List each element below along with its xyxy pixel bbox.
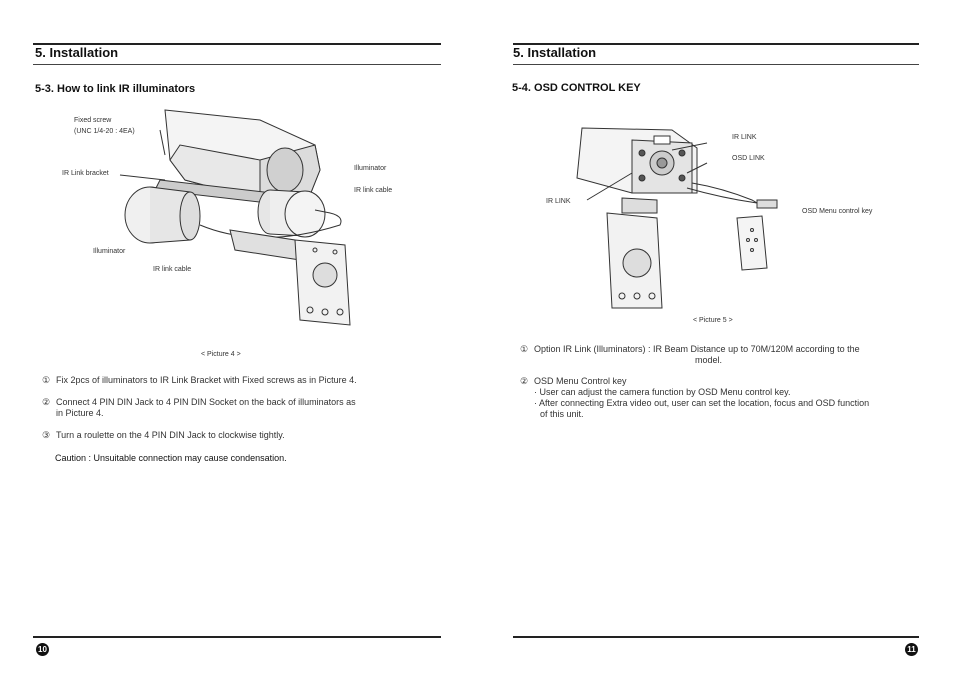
picture-4-caption: < Picture 4 > [201,351,241,358]
section-title: 5. Installation [513,45,597,60]
header-underline [513,64,919,65]
header-underline [33,64,441,65]
section-title: 5. Installation [35,45,119,60]
label-osd-link: OSD LINK [732,155,765,162]
picture-5-caption: < Picture 5 > [693,317,733,324]
label-ir-link-cable-right: IR link cable [354,187,393,194]
label-ir-link-bracket: IR Link bracket [62,170,109,177]
label-ir-link-left: IR LINK [546,198,571,205]
footer-rule [33,636,441,638]
header-rule [33,43,441,45]
picture-4-illustration [119,109,351,326]
left-page: 5. Installation 5-3. How to link IR illu… [33,43,441,656]
page-number: 10 [36,643,49,656]
label-osd-menu-control-key: OSD Menu control key [802,208,873,215]
label-illuminator-right: Illuminator [354,165,387,172]
page-number: 11 [905,643,918,656]
caution-note: Caution : Unsuitable connection may caus… [55,453,287,463]
label-ir-link-cable-bottom: IR link cable [153,266,192,273]
footer-rule [513,636,919,638]
label-ir-link-top: IR LINK [732,134,757,141]
label-illuminator-left: Illuminator [93,248,126,255]
sub-title: 5-4. OSD CONTROL KEY [512,82,641,94]
header-rule [513,43,919,45]
right-page: 5. Installation 5-4. OSD CONTROL KEY [477,0,954,682]
sub-title: 5-3. How to link IR illuminators [35,83,196,95]
label-fixed-screw: Fixed screw [74,117,112,124]
picture-5-illustration [576,127,778,309]
label-fixed-screw-spec: (UNC 1/4-20 : 4EA) [74,128,135,135]
